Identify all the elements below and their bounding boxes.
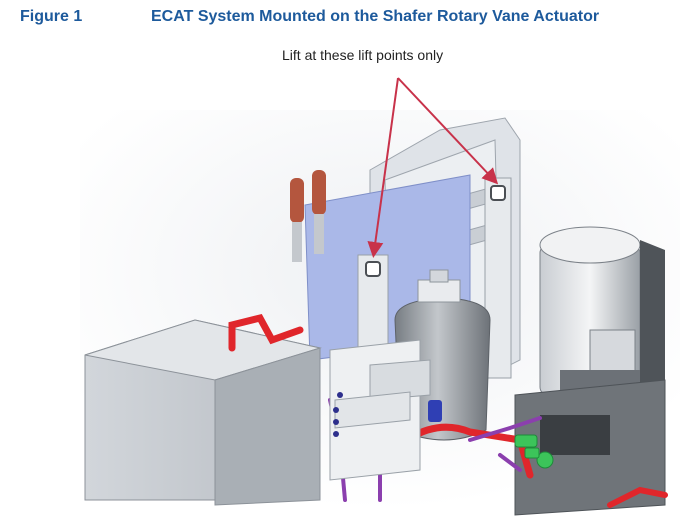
- valve-manifold: [329, 339, 431, 481]
- red-pipe-right: [607, 486, 668, 508]
- blue-valve: [428, 400, 442, 422]
- arrow-lift-point-left: [367, 77, 399, 258]
- red-handles: [290, 170, 326, 262]
- electric-motor: [539, 226, 665, 401]
- figure-label: Figure 1: [20, 8, 83, 25]
- green-fittings: [514, 434, 554, 469]
- fastener-dots: [333, 392, 343, 437]
- arrow-lift-point-right: [397, 77, 499, 185]
- control-enclosure: [84, 319, 322, 506]
- lift-point-callout: Lift at these lift points only: [282, 47, 444, 63]
- pump-block: [540, 415, 610, 455]
- red-pipe-upper: [228, 313, 304, 352]
- figure-title: ECAT System Mounted on the Shafer Rotary…: [151, 8, 600, 25]
